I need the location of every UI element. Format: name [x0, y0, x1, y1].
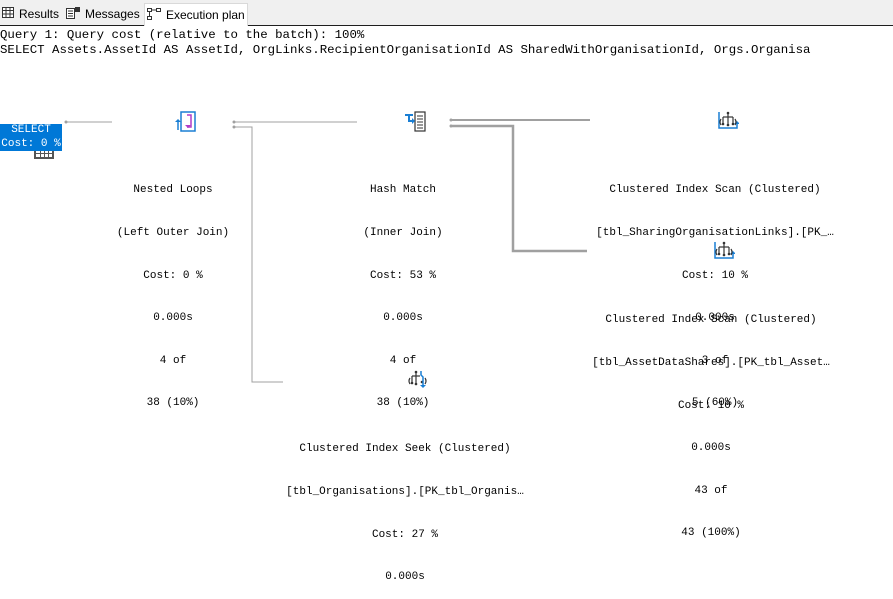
nested-loops-title: Nested Loops	[133, 184, 213, 197]
nested-loops-rows-estimate: 38 (10%)	[146, 397, 200, 410]
hash-match-rows-actual: 4 of	[389, 354, 417, 367]
tab-results-label: Results	[19, 7, 60, 21]
connector-scanshares-hashmatch	[450, 124, 587, 253]
hash-match-title: Hash Match	[369, 184, 436, 197]
nested-loops-subtitle: (Left Outer Join)	[116, 227, 230, 240]
scan-links-object: [tbl_SharingOrganisationLinks].[PK_…	[596, 227, 834, 240]
nested-loops-rows-actual: 4 of	[159, 354, 187, 367]
scan-links-rows-actual: 3 of	[701, 354, 729, 367]
query-sql-text: SELECT Assets.AssetId AS AssetId, OrgLin…	[0, 43, 811, 57]
scan-shares-cost: Cost: 10 %	[677, 399, 744, 412]
scan-shares-time: 0.000s	[691, 442, 731, 455]
results-tab-bar: Results Messages Execution plan	[0, 0, 893, 26]
hash-match-rows-estimate: 38 (10%)	[376, 397, 430, 410]
tab-results[interactable]: Results	[0, 3, 60, 25]
seek-orgs-cost: Cost: 27 %	[371, 528, 438, 541]
hash-match-subtitle: (Inner Join)	[363, 227, 443, 240]
query-cost-header: Query 1: Query cost (relative to the bat…	[0, 28, 365, 42]
scan-links-cost: Cost: 10 %	[681, 269, 748, 282]
plan-node-scan-asset-data-shares[interactable]: Clustered Index Scan (Clustered) [tbl_As…	[586, 198, 836, 555]
seek-orgs-title: Clustered Index Seek (Clustered)	[299, 443, 511, 456]
plan-node-scan-sharing-links[interactable]: Clustered Index Scan (Clustered) [tbl_Sh…	[590, 68, 840, 425]
connector-seek-nestedloops	[233, 126, 283, 383]
nested-loops-time: 0.000s	[153, 312, 193, 325]
scan-links-title: Clustered Index Scan (Clustered)	[609, 184, 821, 197]
seek-orgs-object: [tbl_Organisations].[PK_tbl_Organis…	[286, 486, 524, 499]
execution-plan-icon	[147, 7, 161, 23]
scan-shares-object: [tbl_AssetDataShares].[PK_tbl_Asset…	[592, 357, 830, 370]
grid-icon	[2, 7, 14, 21]
clustered-index-scan-icon	[590, 96, 840, 152]
tab-execution-plan[interactable]: Execution plan	[144, 3, 248, 26]
scan-shares-rows-estimate: 43 (100%)	[681, 527, 741, 540]
seek-orgs-time: 0.000s	[385, 571, 425, 584]
plan-node-hash-match[interactable]: Hash Match (Inner Join) Cost: 53 % 0.000…	[344, 68, 462, 425]
scan-shares-title: Clustered Index Scan (Clustered)	[605, 314, 817, 327]
plan-node-nested-loops[interactable]: Nested Loops (Left Outer Join) Cost: 0 %…	[98, 68, 248, 425]
scan-links-time: 0.000s	[695, 312, 735, 325]
select-title: SELECT	[11, 124, 51, 136]
plan-connectors	[64, 118, 590, 383]
clustered-index-seek-icon	[280, 355, 530, 411]
scan-shares-rows-actual: 43 of	[694, 484, 728, 497]
nested-loops-cost: Cost: 0 %	[143, 269, 203, 282]
tab-execution-plan-label: Execution plan	[166, 8, 245, 22]
nested-loops-icon	[98, 96, 248, 152]
messages-icon	[66, 6, 80, 22]
select-node-label-box[interactable]: SELECT Cost: 0 %	[0, 124, 62, 151]
plan-node-seek-organisations[interactable]: Clustered Index Seek (Clustered) [tbl_Or…	[280, 327, 530, 599]
scan-links-rows-estimate: 5 (60%)	[691, 397, 739, 410]
clustered-index-scan-icon	[586, 226, 836, 282]
select-cost: Cost: 0 %	[1, 137, 61, 150]
tab-messages[interactable]: Messages	[64, 3, 142, 25]
hash-match-cost: Cost: 53 %	[369, 269, 436, 282]
hash-match-icon	[344, 96, 462, 152]
tab-messages-label: Messages	[85, 7, 140, 21]
hash-match-time: 0.000s	[383, 312, 423, 325]
